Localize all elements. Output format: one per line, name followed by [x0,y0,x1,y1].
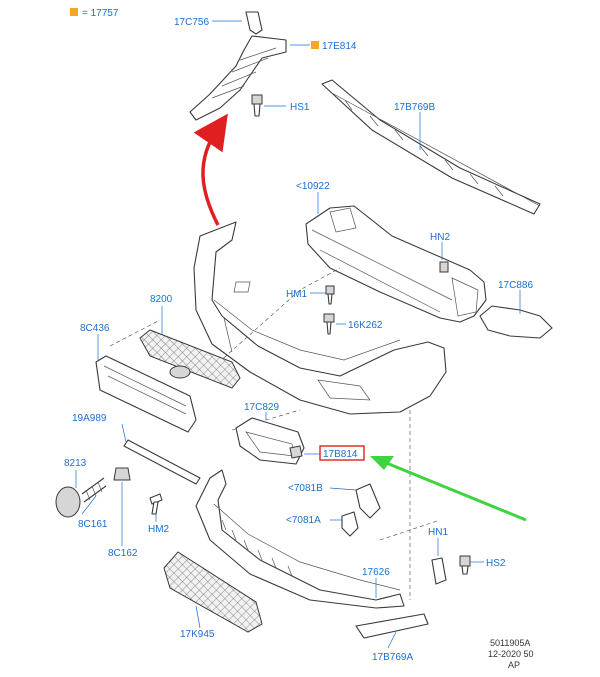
callout-8213: 8213 [64,458,87,469]
molding-strip [123,439,201,485]
grille-surround [95,355,197,433]
lower-grille [163,551,263,633]
bumper-cover [193,221,447,415]
callout-17b769b: 17B769B [394,102,435,113]
callout-17c886: 17C886 [498,280,533,291]
reference-line-3: AP [508,660,520,670]
callout-17b814: 17B814 [323,449,358,460]
callout-17k945: 17K945 [180,629,215,640]
callout-17c756: 17C756 [174,17,209,28]
legend: = 17757 [70,8,119,19]
reference-line-1: 5011905A [490,638,530,648]
callout-hs1: HS1 [290,102,310,113]
callout-17c829: 17C829 [244,402,279,413]
bumper-reinforcement [305,205,487,323]
green-pointer-arrow-icon [370,456,527,522]
callout-8c161: 8C161 [78,519,108,530]
callout-17626: 17626 [362,567,390,578]
callout-19a989: 19A989 [72,413,107,424]
callout-hs2: HS2 [486,558,506,569]
lower-absorber [355,613,429,639]
callout-8200: 8200 [150,294,173,305]
reference-line-2: 12-2020 50 [488,649,534,659]
upper-grille [139,329,241,389]
reference-block: 5011905A 12-2020 50 AP [488,638,534,670]
callout-17b769a: 17B769A [372,652,413,663]
square-marker-icon [311,41,319,49]
callout-hm2: HM2 [148,524,170,535]
fasteners-lower [431,555,471,585]
leader-lines [75,20,521,649]
callout-10922: <10922 [296,181,330,192]
callout-7081b: <7081B [288,483,323,494]
red-curved-arrow-icon [193,113,228,226]
highlight-box [319,445,365,461]
fasteners-upper [323,285,335,335]
bracket-7081a [341,511,359,537]
callout-8c162: 8C162 [108,548,138,559]
callout-hm1: HM1 [286,289,308,300]
bracket-7081b [355,483,381,519]
callout-hn1: HN1 [428,527,448,538]
lower-bumper-cover [195,469,405,609]
square-marker-icon [70,8,78,16]
legend-label: = 17757 [82,8,119,19]
lower-left-parts [55,467,163,518]
side-bracket [479,305,553,339]
mounting-bracket [189,11,287,121]
absorber-beam-top [321,79,541,215]
callout-16k262: 16K262 [348,320,383,331]
callout-hn2: HN2 [430,232,450,243]
callout-17e814: 17E814 [322,41,357,52]
fog-lamp-housing [289,445,303,459]
callout-7081a: <7081A [286,515,321,526]
callout-8c436: 8C436 [80,323,110,334]
